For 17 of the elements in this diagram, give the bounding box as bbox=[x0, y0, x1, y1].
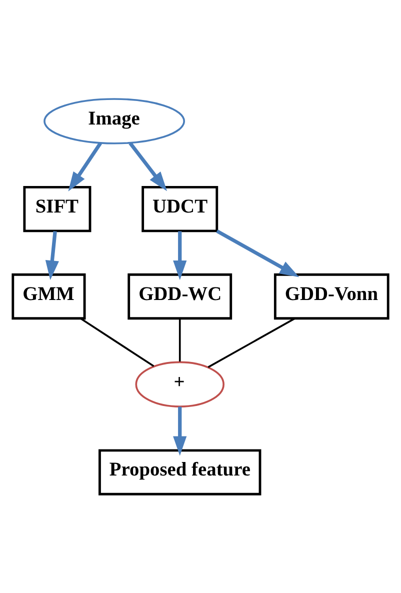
node-box: Proposed feature bbox=[98, 449, 262, 496]
connector bbox=[178, 318, 181, 362]
arrow bbox=[45, 231, 59, 280]
connector bbox=[208, 318, 296, 368]
arrow bbox=[128, 142, 168, 192]
node-box: GDD-WC bbox=[128, 273, 232, 320]
node-box: UDCT bbox=[142, 186, 218, 232]
arrow bbox=[68, 142, 102, 192]
arrow bbox=[216, 229, 300, 278]
arrow bbox=[173, 231, 187, 280]
arrow bbox=[173, 406, 187, 456]
node-ellipse: + bbox=[135, 361, 224, 408]
connector bbox=[80, 318, 154, 367]
node-box: GDD-Vonn bbox=[274, 273, 390, 320]
node-ellipse: Image bbox=[44, 98, 186, 144]
node-box: SIFT bbox=[23, 186, 92, 232]
node-box: GMM bbox=[12, 273, 86, 320]
